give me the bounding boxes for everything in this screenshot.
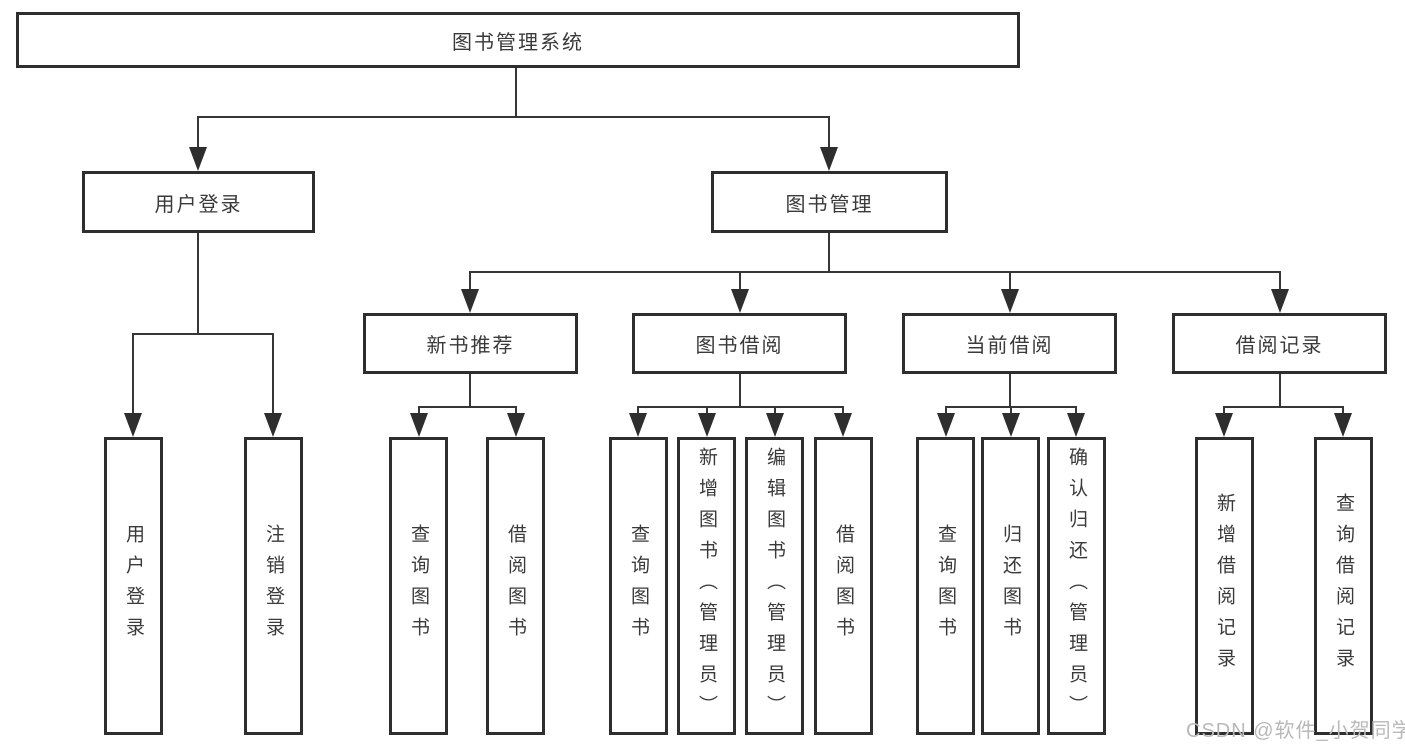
connector-line bbox=[469, 271, 471, 293]
leaf-logout: 注销登录 bbox=[244, 437, 303, 735]
leaf-add-borrow-record: 新增借阅记录 bbox=[1195, 437, 1254, 735]
arrowhead-icon bbox=[698, 413, 716, 437]
arrowhead-icon bbox=[834, 413, 852, 437]
leaf-user-login: 用户登录 bbox=[104, 437, 163, 735]
connector-line bbox=[1009, 374, 1011, 408]
connector-line bbox=[197, 116, 199, 151]
leaf-edit-books-admin: 编辑图书（管理员） bbox=[745, 437, 804, 735]
arrowhead-icon bbox=[1001, 289, 1019, 313]
leaf-query-books-recommend: 查询图书 bbox=[389, 437, 448, 735]
arrowhead-icon bbox=[937, 413, 955, 437]
connector-line bbox=[739, 374, 741, 408]
connector-line bbox=[418, 406, 517, 408]
leaf-confirm-return-admin: 确认归还（管理员） bbox=[1047, 437, 1106, 735]
arrowhead-icon bbox=[1002, 413, 1020, 437]
leaf-borrow-books: 借阅图书 bbox=[814, 437, 873, 735]
arrowhead-icon bbox=[264, 413, 282, 437]
arrowhead-icon bbox=[766, 413, 784, 437]
leaf-query-books-borrow: 查询图书 bbox=[609, 437, 668, 735]
leaf-query-books-current: 查询图书 bbox=[916, 437, 975, 735]
arrowhead-icon bbox=[461, 289, 479, 313]
connector-line bbox=[469, 271, 1281, 273]
connector-line bbox=[1279, 374, 1281, 408]
connector-line bbox=[828, 233, 830, 273]
connector-line bbox=[1279, 271, 1281, 293]
connector-line bbox=[132, 333, 274, 335]
arrowhead-icon bbox=[1334, 413, 1352, 437]
connector-line bbox=[469, 374, 471, 408]
leaf-borrow-books-recommend: 借阅图书 bbox=[486, 437, 545, 735]
csdn-watermark: CSDN @软件_小贺同学 bbox=[1186, 720, 1405, 742]
connector-line bbox=[637, 406, 844, 408]
arrowhead-icon bbox=[1067, 413, 1085, 437]
connector-line bbox=[132, 333, 134, 415]
node-book-management: 图书管理 bbox=[711, 171, 948, 233]
connector-line bbox=[828, 116, 830, 151]
node-book-borrow: 图书借阅 bbox=[632, 313, 847, 374]
arrowhead-icon bbox=[629, 413, 647, 437]
node-user-login: 用户登录 bbox=[82, 171, 315, 233]
node-current-borrow: 当前借阅 bbox=[902, 313, 1117, 374]
arrowhead-icon bbox=[410, 413, 428, 437]
connector-line bbox=[739, 271, 741, 293]
leaf-return-books: 归还图书 bbox=[981, 437, 1040, 735]
leaf-add-books-admin: 新增图书（管理员） bbox=[677, 437, 736, 735]
connector-line bbox=[197, 116, 830, 118]
leaf-query-borrow-record: 查询借阅记录 bbox=[1314, 437, 1373, 735]
arrowhead-icon bbox=[1271, 289, 1289, 313]
connector-line bbox=[197, 233, 199, 335]
node-root: 图书管理系统 bbox=[16, 12, 1020, 68]
node-borrow-record: 借阅记录 bbox=[1172, 313, 1387, 374]
node-new-book-recommend: 新书推荐 bbox=[363, 313, 578, 374]
connector-line bbox=[272, 333, 274, 415]
arrowhead-icon bbox=[507, 413, 525, 437]
connector-line bbox=[515, 68, 517, 118]
arrowhead-icon bbox=[1215, 413, 1233, 437]
arrowhead-icon bbox=[124, 413, 142, 437]
arrowhead-icon bbox=[189, 147, 207, 171]
arrowhead-icon bbox=[731, 289, 749, 313]
arrowhead-icon bbox=[820, 147, 838, 171]
connector-line bbox=[1223, 406, 1344, 408]
connector-line bbox=[1009, 271, 1011, 293]
